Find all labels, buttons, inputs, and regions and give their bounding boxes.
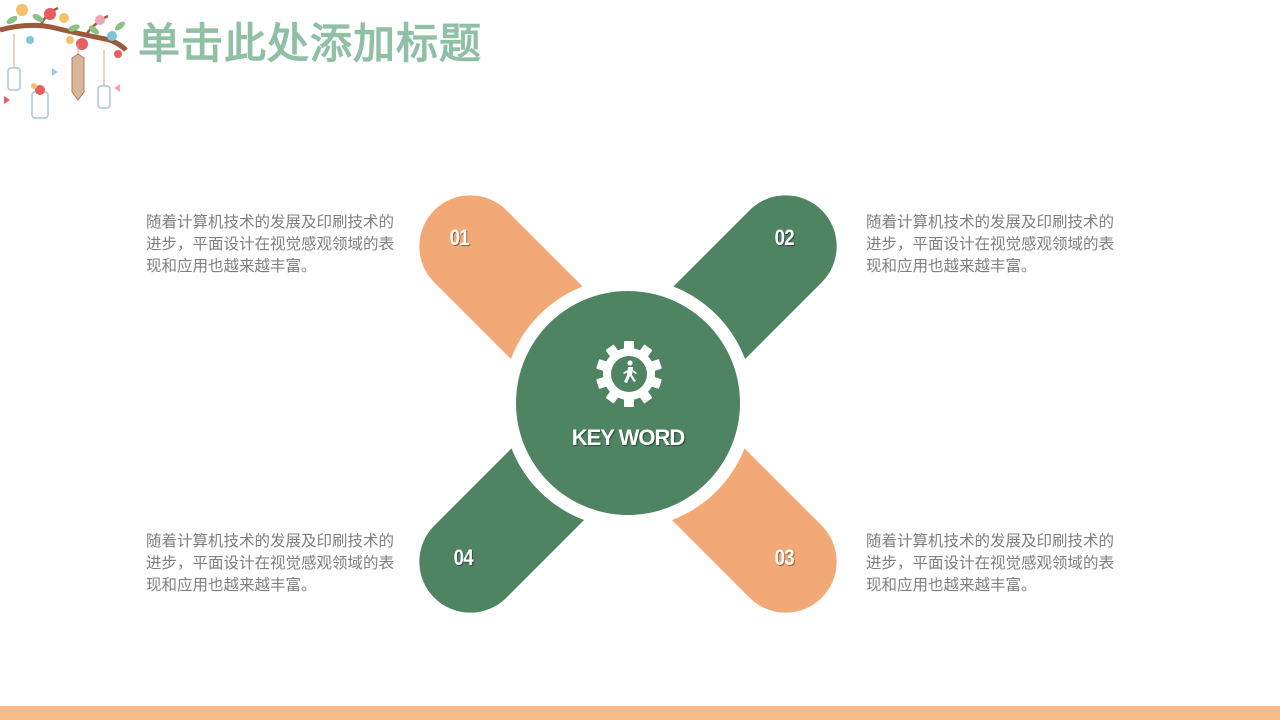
bottom-accent-bar [0,706,1280,720]
item-number-04: 04 [453,545,474,570]
item-number-03: 03 [774,545,795,570]
item-text-04[interactable]: 随着计算机技术的发展及印刷技术的进步，平面设计在视觉感观领域的表现和应用也越来越… [146,532,395,594]
item-text-03[interactable]: 随着计算机技术的发展及印刷技术的进步，平面设计在视觉感观领域的表现和应用也越来越… [866,532,1115,594]
item-number-01: 01 [449,225,470,250]
item-text-01[interactable]: 随着计算机技术的发展及印刷技术的进步，平面设计在视觉感观领域的表现和应用也越来越… [146,213,395,275]
item-text-02[interactable]: 随着计算机技术的发展及印刷技术的进步，平面设计在视觉感观领域的表现和应用也越来越… [866,213,1115,275]
gear-runner-icon [596,341,662,407]
floral-branch-decoration [0,4,128,119]
center-keyword[interactable]: KEY WORD [571,425,686,450]
page-title[interactable]: 单击此处添加标题 [138,19,483,68]
item-number-02: 02 [774,225,795,250]
